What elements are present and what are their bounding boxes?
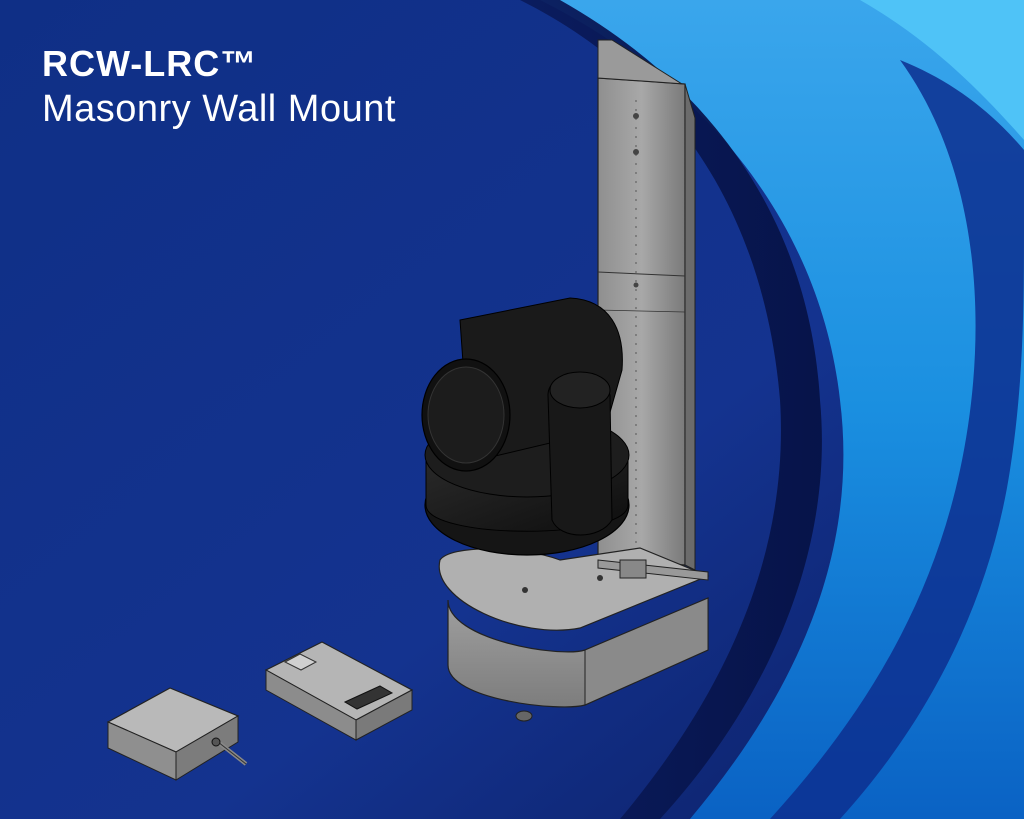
product-subtitle: Masonry Wall Mount xyxy=(42,88,396,130)
product-name: RCW-LRC™ xyxy=(42,43,258,84)
title-block: RCW-LRC™ Masonry Wall Mount xyxy=(42,44,396,134)
control-box xyxy=(264,641,414,741)
base-bracket xyxy=(438,547,710,722)
power-supply xyxy=(106,687,248,781)
ptz-camera xyxy=(421,297,630,556)
